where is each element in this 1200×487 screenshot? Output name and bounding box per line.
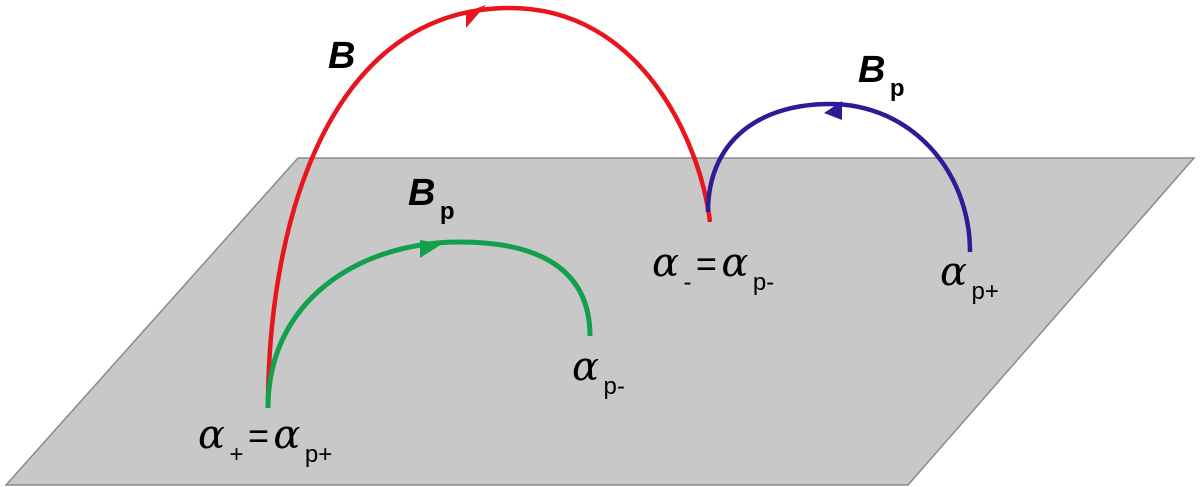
label-alpha-plus-rhs-sub: p+: [305, 441, 332, 468]
surface-plane: [4, 157, 1196, 486]
label-alpha-plus-lhs-sub: +: [229, 441, 243, 468]
label-Bp-right-symbol: B: [858, 49, 885, 91]
field-line-Bp-left: [265, 239, 593, 409]
label-alpha-plus-lhs: α: [198, 412, 225, 458]
label-Bp-left: B p: [408, 172, 455, 225]
label-alpha-minus-eq: α - = α p-: [652, 240, 774, 296]
label-alpha-p-plus-sym: α: [940, 249, 967, 295]
label-alpha-p-plus-sub: p+: [971, 278, 998, 305]
label-Bp-right: B p: [858, 49, 905, 102]
field-line-Bp-right: [705, 101, 973, 253]
label-alpha-p-minus-sym: α: [572, 344, 599, 390]
label-alpha-plus-rhs: α: [273, 412, 300, 458]
label-alpha-plus-eq-sign: =: [248, 415, 269, 456]
label-alpha-minus-eq-sign: =: [696, 243, 717, 284]
label-alpha-p-plus: α p+: [940, 249, 999, 305]
arrow-head-Bp-right: [824, 101, 842, 120]
arrow-head-Bp-left: [420, 240, 442, 258]
label-alpha-minus-rhs: α: [721, 240, 748, 286]
label-alpha-minus-lhs-sub: -: [683, 269, 691, 296]
label-Bp-left-symbol: B: [408, 172, 435, 214]
label-alpha-plus-eq: α + = α p+: [198, 412, 332, 468]
label-B-symbol: B: [328, 35, 355, 77]
label-Bp-right-sub: p: [890, 75, 905, 102]
label-alpha-minus-rhs-sub: p-: [753, 269, 774, 296]
arrow-head-B: [466, 5, 486, 28]
label-alpha-p-minus-sub: p-: [603, 373, 624, 400]
label-alpha-minus-lhs: α: [652, 240, 679, 286]
label-alpha-p-minus: α p-: [572, 344, 625, 400]
label-B: B: [328, 35, 355, 77]
label-Bp-left-sub: p: [440, 198, 455, 225]
